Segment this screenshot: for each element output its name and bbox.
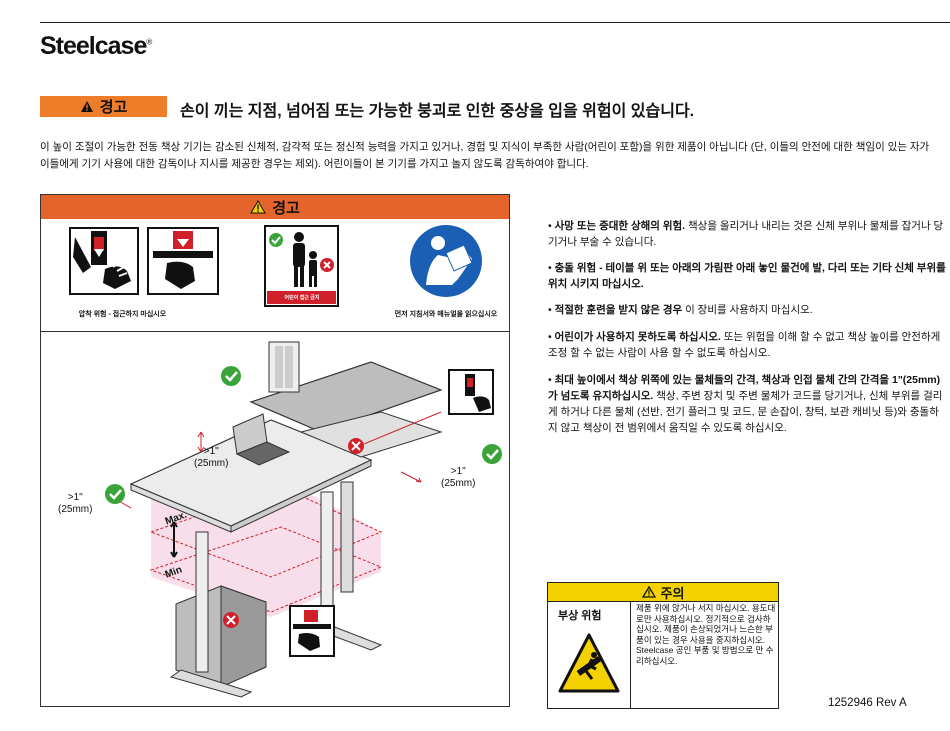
clearance-left-label: >1"(25mm) <box>58 492 92 516</box>
caution-divider <box>548 601 778 602</box>
bullet-1-text: 책상을 올리거나 내리는 것은 신체 부위나 물체를 잡거나 당기거나 부술 수… <box>548 220 944 248</box>
caution-title: 주의 <box>660 585 685 601</box>
caution-header: 주의 <box>548 583 778 601</box>
bullet-5: • 최대 높이에서 책상 위쪽에 있는 물체들의 간격, 책상과 인접 물체 간… <box>548 374 943 434</box>
clearance-left-inch: >1" <box>67 492 83 503</box>
keep-children-away-icon <box>264 225 339 307</box>
bullet-1: • 사망 또는 중대한 상해의 위험. 책상을 올리거나 내리는 것은 신체 부… <box>548 220 944 248</box>
pinch-caption: 압착 위험 - 접근하지 마십시오 <box>78 311 167 318</box>
bullet-2-bold: 충돌 위험 - 테이블 위 또는 아래의 가림판 아래 놓인 물건에 발, 다리… <box>548 262 946 290</box>
warning-triangle-icon <box>250 200 267 214</box>
clearance-top-mm: (25mm) <box>194 458 229 469</box>
caution-box: 주의 부상 위험 제품 위에 앉거나 서지 마십시오. 용도대로만 사용하십시오… <box>547 582 779 709</box>
read-manual-icon <box>410 225 482 297</box>
registered-mark: ® <box>146 37 152 47</box>
bullet-4-bold: 어린이가 사용하지 못하도록 하십시오. <box>554 331 721 343</box>
bullet-3-text: 이 장비를 사용하지 마십시오. <box>682 304 813 316</box>
bullet-4-text: 또는 위험을 이해 할 수 없고 책상 높이를 안전하게 조정 할 수 없는 사… <box>548 331 941 359</box>
warning-headline: 손이 끼는 지점, 넘어짐 또는 가능한 붕괴로 인한 중상을 입을 위험이 있… <box>180 103 695 120</box>
clearance-right-mm: (25mm) <box>441 478 476 489</box>
hand-pinch-icon <box>69 227 139 295</box>
panel-title: 경고 <box>272 199 300 217</box>
warning-triangle-icon <box>80 101 93 112</box>
warning-label: 경고 <box>99 99 128 116</box>
clearance-top-inch: >1" <box>203 446 219 457</box>
caution-triangle-icon <box>641 586 656 598</box>
panel-header: 경고 <box>41 195 509 219</box>
caution-risk-label: 부상 위험 <box>558 610 602 622</box>
clearance-top-label: >1"(25mm) <box>194 446 228 470</box>
bullet-3-bold: 적절한 훈련을 받지 않은 경우 <box>554 304 683 316</box>
document-number: 1252946 Rev A <box>828 697 907 709</box>
pictogram-row: 어린이 접근 금지 압착 위험 - 접근하지 마십시오 먼저 지침서와 매뉴얼을… <box>41 219 509 332</box>
clearance-right-inch: >1" <box>450 466 466 477</box>
child-sign-text: 어린이 접근 금지 <box>284 295 320 301</box>
clearance-left-mm: (25mm) <box>58 504 93 515</box>
bullet-4: • 어린이가 사용하지 못하도록 하십시오. 또는 위험을 이해 할 수 없고 … <box>548 331 941 359</box>
bullet-5-bold: 최대 높이에서 책상 위쪽에 있는 물체들의 간격, 책상과 인접 물체 간의 … <box>548 374 941 402</box>
intro-paragraph: 이 높이 조절이 가능한 전동 책상 기기는 감소된 신체적, 감각적 또는 정… <box>40 141 930 170</box>
brand-logo: Steelcase® <box>40 32 152 61</box>
clearance-right-label: >1"(25mm) <box>441 466 475 490</box>
brand-name: Steelcase <box>40 32 147 60</box>
bullet-3: • 적절한 훈련을 받지 않은 경우 이 장비를 사용하지 마십시오. <box>548 304 813 316</box>
tip-over-hazard-icon <box>558 633 620 693</box>
bullet-2: • 충돌 위험 - 테이블 위 또는 아래의 가림판 아래 놓인 물건에 발, … <box>548 262 946 290</box>
manual-caption: 먼저 지침서와 매뉴얼을 읽으십시오 <box>394 311 498 318</box>
warning-badge: 경고 <box>40 96 167 117</box>
caution-text: 제품 위에 앉거나 서지 마십시오. 용도대로만 사용하십시오. 정기적으로 검… <box>636 603 776 666</box>
caution-column-divider <box>630 601 631 708</box>
hand-under-table-icon <box>147 227 219 295</box>
desk-clearance-diagram <box>105 341 502 698</box>
bullet-1-bold: 사망 또는 중대한 상해의 위험. <box>554 220 686 232</box>
bullet-5-text: 책상, 주변 장치 및 주변 물체가 코드를 당기거나, 신체 부위를 걸리게 … <box>548 390 943 434</box>
warning-panel: 경고 <box>40 194 510 707</box>
top-rule <box>40 22 950 23</box>
